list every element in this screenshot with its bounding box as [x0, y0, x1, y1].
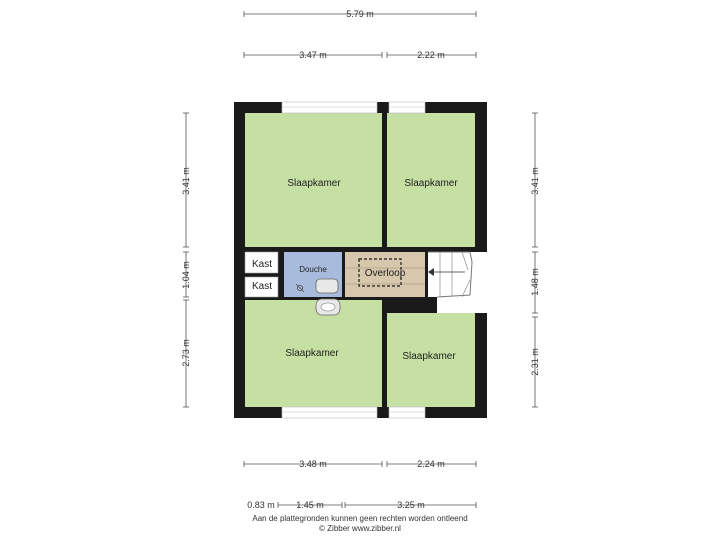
dim-right-top: 3.41 m — [530, 167, 540, 195]
dimension-bottom2-b — [277, 502, 343, 508]
dim-top-right: 2.22 m — [417, 50, 445, 60]
stair-outline — [428, 251, 473, 298]
dimension-bottom-right — [386, 461, 477, 467]
right-stair-wall — [475, 252, 487, 313]
dimension-top-total — [243, 11, 477, 17]
sink-icon — [315, 278, 339, 294]
dim-left-bottom: 2.73 m — [181, 339, 191, 367]
dim-right-bottom: 2.31 m — [530, 348, 540, 376]
dimension-bottom-left — [243, 461, 383, 467]
room-label-top-left: Slaapkamer — [287, 178, 341, 189]
dim-top-left: 3.47 m — [299, 50, 327, 60]
attic-hatch — [358, 258, 402, 287]
footer-credit: © Zibber www.zibber.nl — [319, 524, 401, 533]
dimension-right-mid — [532, 251, 538, 314]
room-label-landing: Overloop — [365, 268, 406, 279]
room-label-shower: Douche — [299, 265, 327, 274]
shower-head-icon — [297, 285, 303, 291]
dim-bottom2-b: 1.45 m — [296, 500, 324, 510]
dimension-right-bottom — [532, 316, 538, 408]
toilet-bowl-icon — [320, 302, 336, 312]
dimension-left-mid — [183, 251, 189, 298]
dim-bottom-right: 2.24 m — [417, 459, 445, 469]
bedroom-top-left — [245, 113, 382, 247]
stair-tread-4 — [461, 279, 471, 298]
shower-drain-icon — [295, 283, 305, 293]
dim-bottom2-c: 3.25 m — [397, 500, 425, 510]
dimension-right-top — [532, 112, 538, 248]
dim-bottom-left: 3.48 m — [299, 459, 327, 469]
room-label-closet-bottom: Kast — [252, 281, 272, 292]
room-label-closet-top: Kast — [252, 259, 272, 270]
bedroom-bottom-right — [387, 313, 475, 407]
stair-arrow-icon — [428, 268, 434, 276]
stair-tread-3 — [461, 251, 469, 271]
window-bottom-right — [388, 406, 426, 419]
closet-bottom — [244, 276, 279, 298]
window-top-right — [388, 101, 426, 114]
stair-opening — [437, 297, 475, 313]
dim-bottom2-a: 0.83 m — [247, 500, 275, 510]
bedroom-bottom-left — [245, 300, 382, 407]
dimension-top-right — [386, 52, 477, 58]
footer-disclaimer: Aan de plattegronden kunnen geen rechten… — [252, 514, 468, 523]
window-bottom-left — [281, 406, 378, 419]
window-top-left — [281, 101, 378, 114]
dim-left-mid: 1.04 m — [181, 261, 191, 289]
dim-left-top: 3.41 m — [181, 167, 191, 195]
room-label-bottom-right: Slaapkamer — [402, 351, 456, 362]
dimension-left-bottom — [183, 299, 189, 408]
closet-top — [244, 251, 279, 274]
dimension-top-left — [243, 52, 383, 58]
bedroom-top-right — [387, 113, 475, 247]
room-label-top-right: Slaapkamer — [404, 178, 458, 189]
dimension-bottom2-c — [344, 502, 477, 508]
stairs-area — [428, 252, 475, 297]
dimension-left-top — [183, 112, 189, 248]
dim-top-total: 5.79 m — [346, 9, 374, 19]
dim-right-mid: 1.48 m — [530, 268, 540, 296]
room-label-bottom-left: Slaapkamer — [285, 348, 339, 359]
